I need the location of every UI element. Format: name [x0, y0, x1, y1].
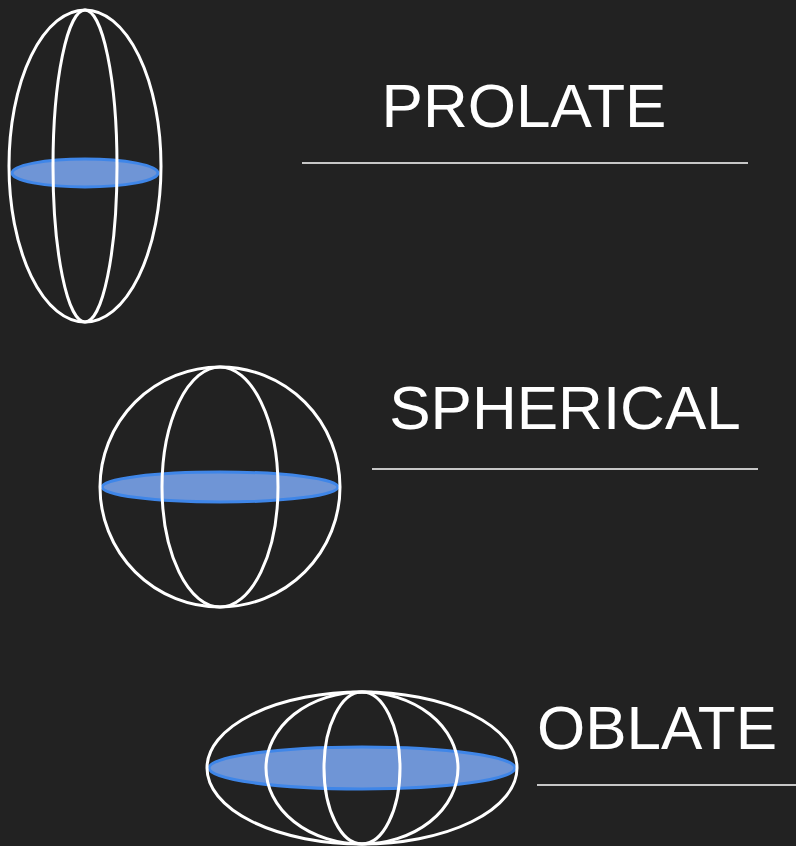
sphere [100, 367, 340, 607]
underline [372, 468, 758, 470]
underline [537, 784, 796, 786]
shape-label: PROLATE [382, 75, 667, 137]
shape-label: OBLATE [537, 697, 777, 759]
meridian [53, 10, 117, 322]
prolate-spheroid [9, 10, 161, 322]
equator-plane [12, 159, 158, 187]
shape-label: SPHERICAL [389, 377, 740, 439]
outline [100, 367, 340, 607]
meridian [266, 692, 458, 844]
outline [207, 692, 517, 844]
underline [302, 162, 748, 164]
outline [9, 10, 161, 322]
meridian [324, 692, 400, 844]
equator-plane [102, 472, 338, 502]
oblate-spheroid [207, 692, 517, 844]
equator-plane [209, 747, 515, 789]
meridian [162, 367, 278, 607]
